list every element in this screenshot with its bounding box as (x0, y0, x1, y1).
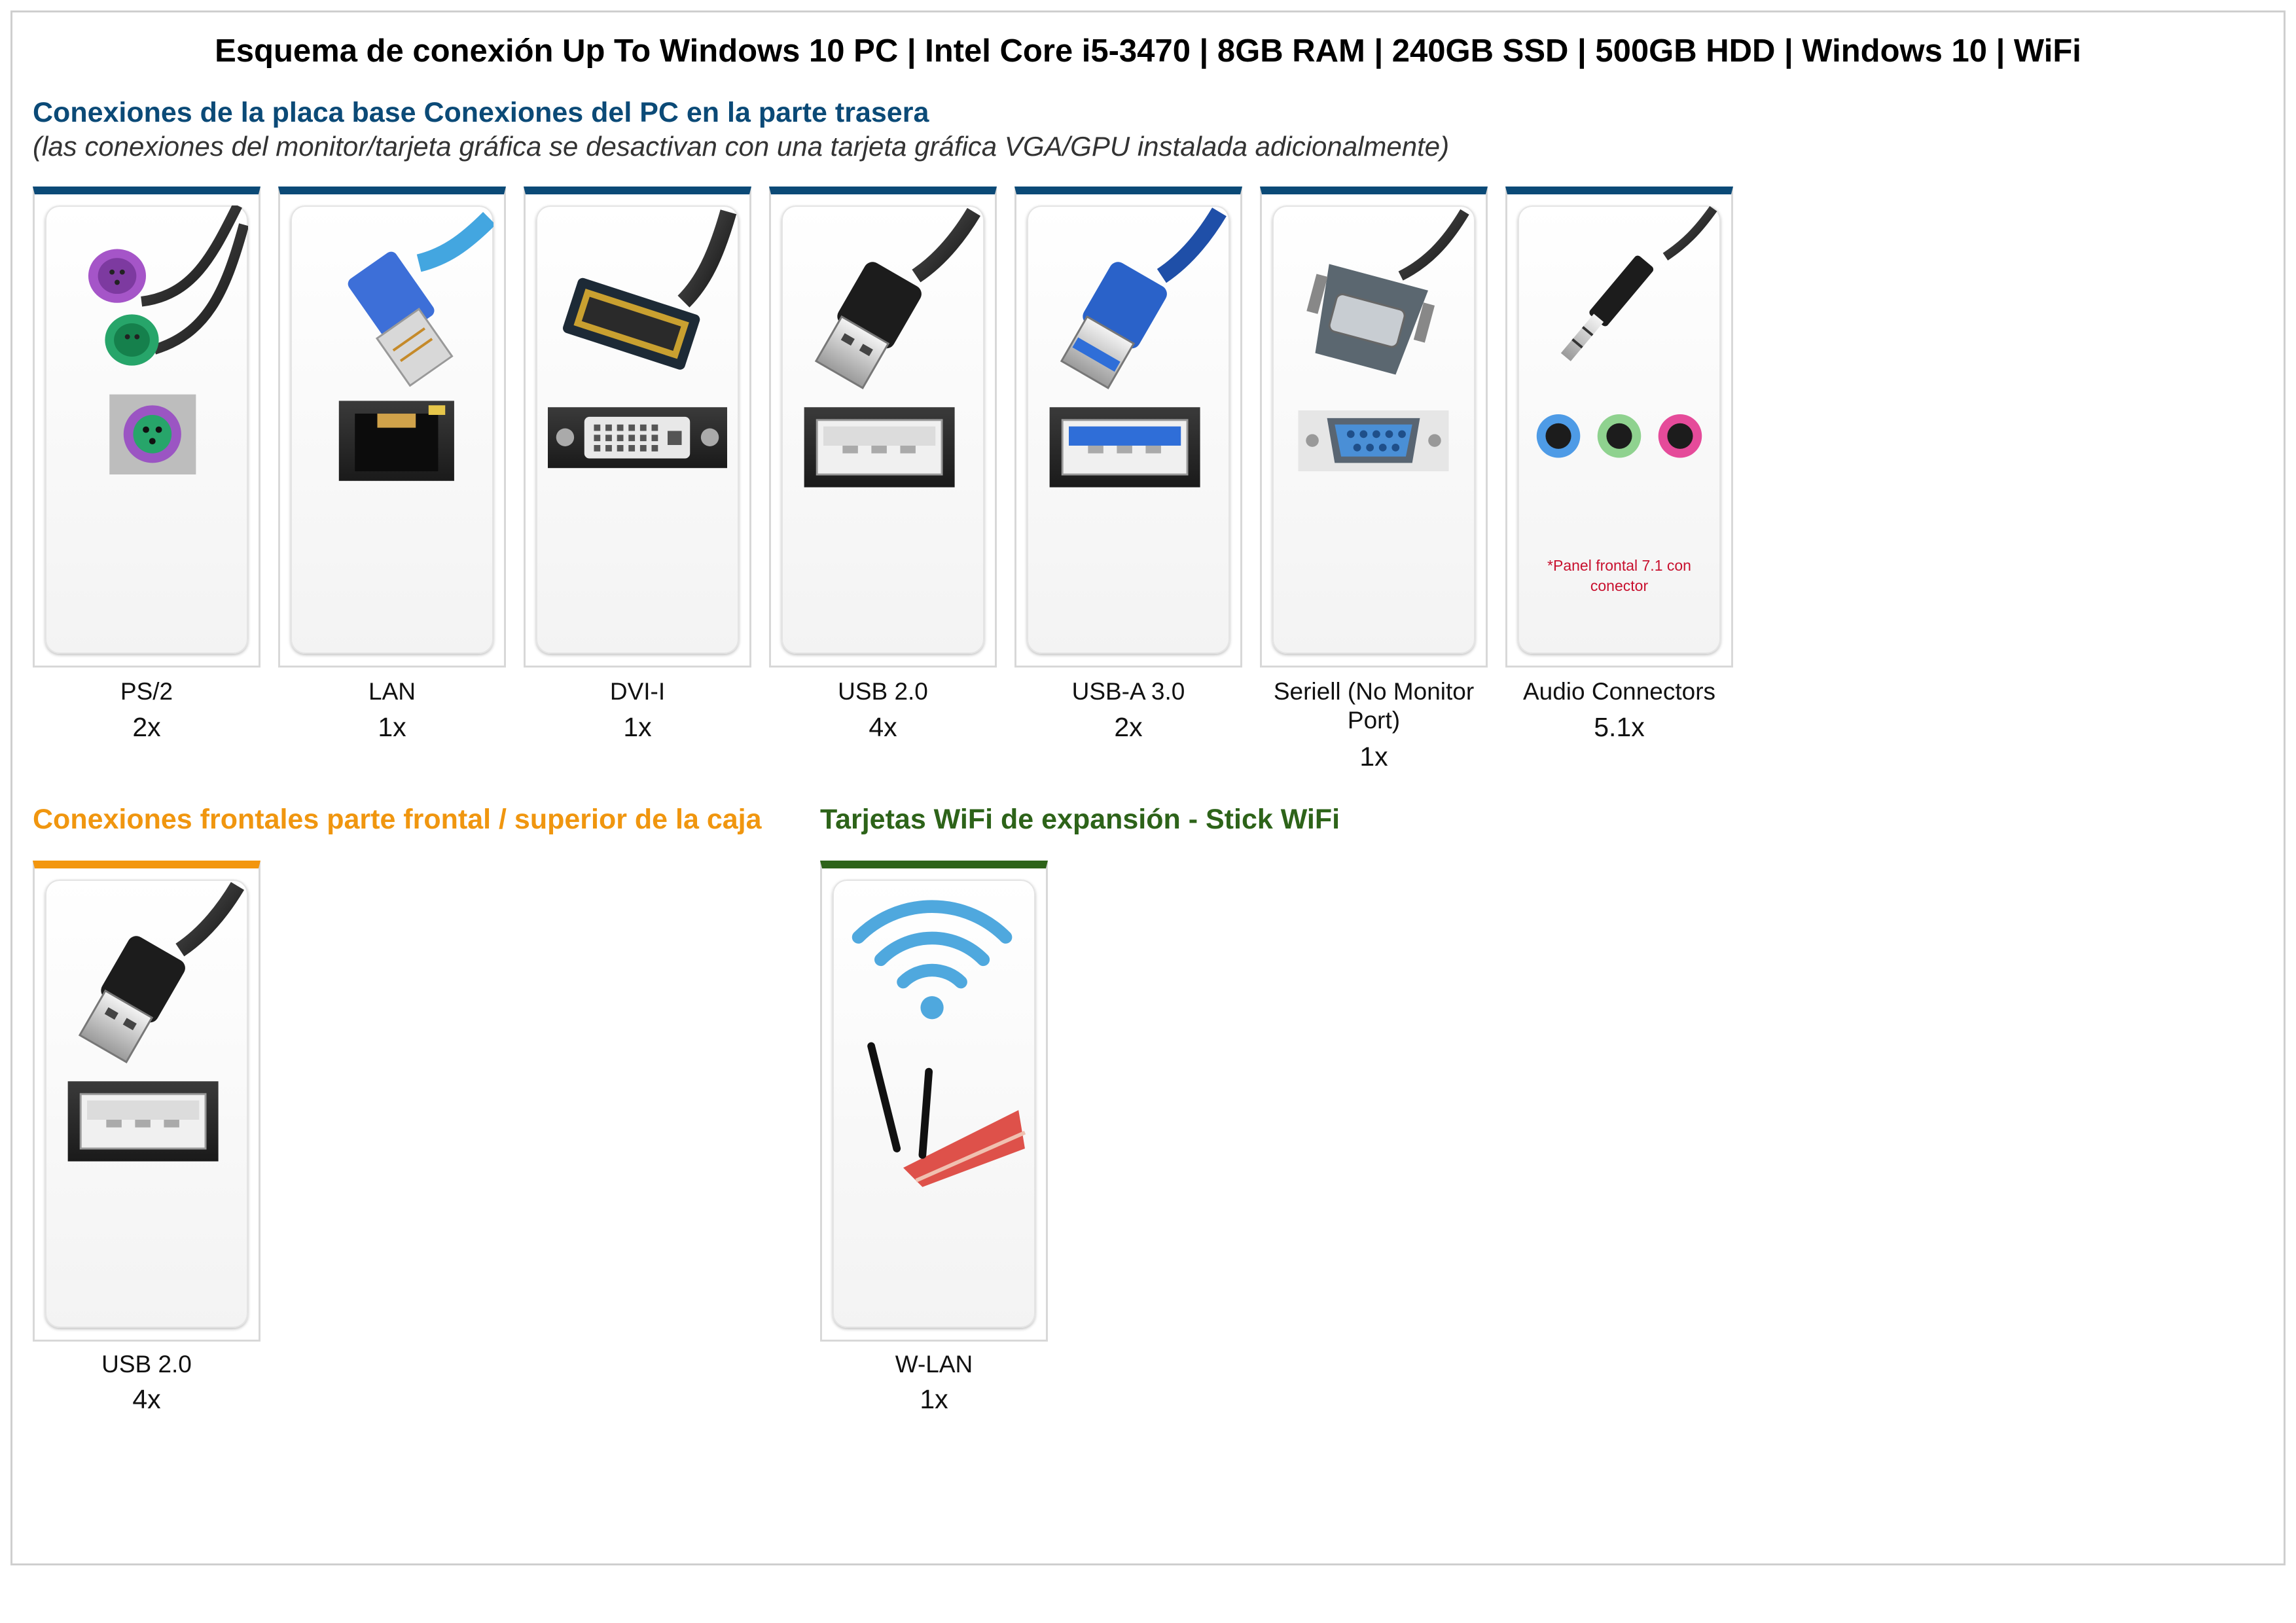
front-section-title: Conexiones frontales parte frontal / sup… (33, 804, 762, 835)
rear-section-title: Conexiones de la placa base Conexiones d… (33, 97, 929, 128)
usb-connector-icon (67, 882, 245, 1162)
ethernet-connector-icon (338, 211, 493, 481)
usb3-connector-icon (1049, 207, 1227, 488)
port-label: LAN (368, 678, 416, 705)
port-label: Audio Connectors (1522, 678, 1716, 705)
audio-jack-icon (1536, 205, 1717, 458)
port-count: 2x (132, 712, 161, 742)
serial-connector-icon (1298, 209, 1469, 472)
port-count: 4x (132, 1384, 161, 1414)
port-label: USB 2.0 (101, 1351, 192, 1378)
usb-connector-icon (804, 207, 981, 488)
port-label: W-LAN (895, 1351, 973, 1378)
port-card-dvi (524, 187, 751, 668)
port-count: 1x (920, 1384, 948, 1414)
dvi-connector-icon (548, 209, 737, 469)
port-label: DVI-I (609, 678, 666, 705)
port-card-front-usb2 (33, 861, 260, 1342)
page-frame (10, 10, 2286, 1565)
page-title: Esquema de conexión Up To Windows 10 PC … (215, 33, 2081, 69)
port-card-audio: *Panel frontal 7.1 con conector (1505, 187, 1733, 668)
port-count: 1x (623, 712, 652, 742)
port-count: 4x (869, 712, 897, 742)
port-count: 5.1x (1594, 712, 1645, 742)
port-label: PS/2 (120, 678, 173, 705)
wifi-section-title: Tarjetas WiFi de expansión - Stick WiFi (820, 804, 1340, 835)
port-label: USB-A 3.0 (1071, 678, 1185, 705)
port-card-wlan (820, 861, 1048, 1342)
port-count: 1x (378, 712, 406, 742)
port-label: USB 2.0 (838, 678, 928, 705)
port-card-usb3 (1014, 187, 1242, 668)
port-card-serial (1260, 187, 1488, 668)
port-label: Seriell (No Monitor Port) (1273, 678, 1475, 734)
port-card-lan (278, 187, 506, 668)
port-card-ps2 (33, 187, 260, 668)
wifi-card-icon (852, 900, 1026, 1187)
port-count: 2x (1114, 712, 1143, 742)
port-count: 1x (1359, 741, 1388, 772)
port-card-usb2 (769, 187, 997, 668)
audio-note: *Panel frontal 7.1 con conector (1547, 557, 1691, 594)
ps2-connector-icon (88, 205, 248, 474)
rear-section-subtitle: (las conexiones del monitor/tarjeta gráf… (33, 131, 1450, 162)
